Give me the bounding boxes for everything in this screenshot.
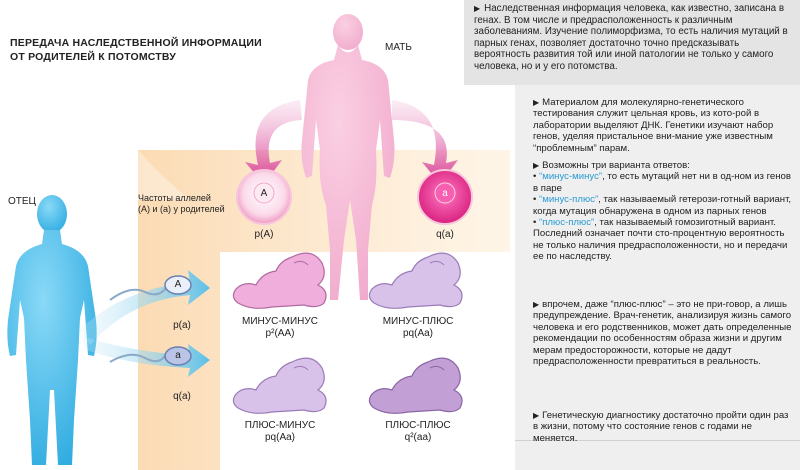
father-arrow-lower [80, 335, 210, 377]
genotype-Aa-top-label: МИНУС-ПЛЮС pq(Aa) [363, 316, 473, 340]
genotype-aa-formula: q²(aa) [404, 432, 432, 443]
panel-paragraph-1: ▶Материалом для молекулярно-генетическог… [533, 97, 774, 154]
diagram-title: ПЕРЕДАЧА НАСЛЕДСТВЕННОЙ ИНФОРМАЦИИ ОТ РО… [10, 36, 270, 64]
panel-paragraph-3: ▶впрочем, даже “плюс-плюс” – это не при-… [533, 299, 792, 368]
genotype-AA-formula: p²(AA) [265, 328, 295, 339]
title-line-2: ОТ РОДИТЕЛЕЙ К ПОТОМСТВУ [10, 51, 177, 63]
allele-frequency-label: Частоты аллелей(А) и (а) у родителей [138, 193, 225, 214]
genotype-AA-name: МИНУС-МИНУС [242, 316, 318, 327]
heredity-info-box: Наследственная информация человека, как … [464, 0, 800, 85]
arrow-icon: ▶ [533, 161, 540, 170]
heredity-info-text: Наследственная информация человека, как … [474, 3, 796, 73]
genotype-Aa-bottom-label: ПЛЮС-МИНУС pq(Aa) [225, 420, 335, 444]
sperm-a-freq: q(a) [173, 391, 191, 402]
panel-paragraph-2: ▶Возможны три варианта ответов: • “минус… [533, 160, 792, 263]
egg-A-freq: p(A) [254, 229, 274, 240]
egg-A-letter: А [260, 188, 268, 199]
title-line-1: ПЕРЕДАЧА НАСЛЕДСТВЕННОЙ ИНФОРМАЦИИ [10, 37, 262, 49]
embryo-aa [368, 357, 463, 414]
embryo-Aa-bottom [232, 357, 327, 414]
panel-paragraph-4: ▶Генетическую диагностику достаточно про… [533, 410, 789, 444]
genotype-Aa-top-name: МИНУС-ПЛЮС [382, 316, 454, 327]
sperm-A-freq: p(a) [173, 320, 191, 331]
father-label: ОТЕЦ [8, 196, 36, 207]
arrow-icon: ▶ [533, 411, 540, 420]
allele-band-fade [138, 150, 190, 200]
genotype-Aa-bottom-name: ПЛЮС-МИНУС [244, 420, 316, 431]
arrow-icon: ▶ [533, 300, 540, 309]
embryo-AA [232, 252, 327, 309]
mother-figure [301, 14, 395, 300]
genotype-Aa-top-formula: pq(Aa) [402, 328, 433, 339]
genotype-Aa-bottom-formula: pq(Aa) [264, 432, 295, 443]
father-figure [7, 195, 97, 465]
mother-arrow-right [392, 100, 458, 184]
sperm-a [109, 346, 192, 366]
sperm-A [109, 275, 192, 301]
embryo-Aa-top [368, 252, 463, 309]
mother-label: МАТЬ [385, 42, 412, 53]
genotype-AA-label: МИНУС-МИНУС p²(AA) [225, 316, 335, 340]
egg-a-letter: а [442, 188, 448, 199]
mother-arrow-left [245, 100, 302, 184]
egg-a-freq: q(a) [436, 229, 454, 240]
allele-band [138, 150, 510, 470]
testing-info-panel [515, 85, 800, 470]
genotype-aa-label: ПЛЮС-ПЛЮС q²(aa) [363, 420, 473, 444]
panel-divider [515, 440, 800, 441]
arrow-icon: ▶ [533, 98, 540, 107]
genotype-aa-name: ПЛЮС-ПЛЮС [385, 420, 451, 431]
sperm-A-letter: А [174, 279, 182, 290]
sperm-a-letter: а [175, 350, 181, 361]
